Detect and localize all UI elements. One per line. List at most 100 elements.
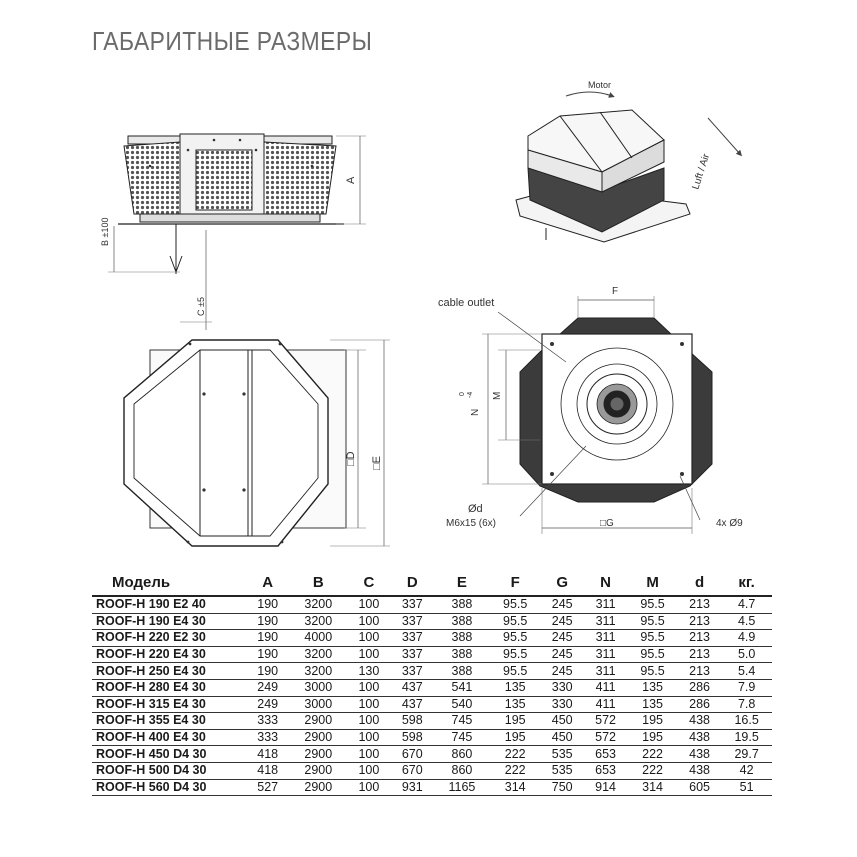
- value-cell: 222: [627, 745, 678, 763]
- bottom-view: [482, 296, 713, 534]
- dim-d-label: □D: [345, 451, 357, 466]
- value-cell: 222: [627, 762, 678, 780]
- value-cell: 311: [583, 629, 628, 647]
- value-cell: 337: [390, 596, 434, 614]
- model-cell: ROOF-H 315 E4 30: [92, 696, 246, 714]
- value-cell: 190: [246, 613, 290, 631]
- dim-a-label: A: [345, 176, 357, 184]
- value-cell: 572: [583, 729, 628, 747]
- col-header-f: F: [489, 572, 541, 597]
- dim-n-tol-bottom: -4: [467, 392, 474, 398]
- value-cell: 100: [347, 596, 391, 614]
- col-header-d-small: d: [677, 572, 722, 597]
- value-cell: 541: [433, 679, 490, 697]
- dim-n-tol-top: 0: [459, 392, 466, 396]
- value-cell: 2900: [289, 762, 348, 780]
- value-cell: 572: [583, 712, 628, 730]
- value-cell: 286: [677, 679, 722, 697]
- value-cell: 195: [489, 712, 541, 730]
- value-cell: 418: [246, 745, 290, 763]
- screw-label: M6x15 (6x): [446, 518, 496, 529]
- dim-e-label: □E: [371, 456, 383, 470]
- value-cell: 51: [721, 779, 772, 797]
- model-cell: ROOF-H 220 E2 30: [92, 629, 246, 647]
- value-cell: 100: [347, 779, 391, 797]
- value-cell: 245: [540, 613, 584, 631]
- model-cell: ROOF-H 560 D4 30: [92, 779, 246, 797]
- value-cell: 330: [540, 696, 584, 714]
- value-cell: 4.7: [721, 596, 772, 614]
- value-cell: 95.5: [627, 629, 678, 647]
- value-cell: 914: [583, 779, 628, 797]
- value-cell: 19.5: [721, 729, 772, 747]
- value-cell: 438: [677, 762, 722, 780]
- col-header-kg: кг.: [721, 572, 772, 597]
- value-cell: 213: [677, 646, 722, 664]
- value-cell: 2900: [289, 745, 348, 763]
- value-cell: 2900: [289, 712, 348, 730]
- value-cell: 100: [347, 646, 391, 664]
- value-cell: 437: [390, 696, 434, 714]
- value-cell: 29.7: [721, 745, 772, 763]
- value-cell: 95.5: [627, 662, 678, 680]
- value-cell: 598: [390, 712, 434, 730]
- value-cell: 222: [489, 745, 541, 763]
- model-cell: ROOF-H 500 D4 30: [92, 762, 246, 780]
- model-cell: ROOF-H 450 D4 30: [92, 745, 246, 763]
- value-cell: 3200: [289, 646, 348, 664]
- side-view: [108, 133, 366, 330]
- value-cell: 311: [583, 613, 628, 631]
- value-cell: 2900: [289, 779, 348, 797]
- value-cell: 245: [540, 662, 584, 680]
- value-cell: 311: [583, 596, 628, 614]
- value-cell: 249: [246, 679, 290, 697]
- value-cell: 535: [540, 762, 584, 780]
- value-cell: 333: [246, 729, 290, 747]
- value-cell: 16.5: [721, 712, 772, 730]
- dim-g-label: □G: [600, 518, 614, 529]
- value-cell: 3000: [289, 696, 348, 714]
- value-cell: 190: [246, 629, 290, 647]
- value-cell: 245: [540, 646, 584, 664]
- model-cell: ROOF-H 250 E4 30: [92, 662, 246, 680]
- value-cell: 95.5: [489, 596, 541, 614]
- value-cell: 100: [347, 745, 391, 763]
- dim-f-label: F: [612, 286, 618, 297]
- value-cell: 931: [390, 779, 434, 797]
- value-cell: 95.5: [489, 646, 541, 664]
- value-cell: 4.9: [721, 629, 772, 647]
- col-header-a: A: [246, 572, 290, 597]
- value-cell: 5.4: [721, 662, 772, 680]
- value-cell: 135: [627, 696, 678, 714]
- value-cell: 450: [540, 712, 584, 730]
- model-cell: ROOF-H 190 E4 30: [92, 613, 246, 631]
- value-cell: 286: [677, 696, 722, 714]
- holes-label: 4x Ø9: [716, 518, 743, 529]
- page-title: ГАБАРИТНЫЕ РАЗМЕРЫ: [92, 26, 373, 56]
- dimensions-table: Модель A B C D E F G N M d кг. ROOF-H 19…: [92, 572, 772, 797]
- value-cell: 535: [540, 745, 584, 763]
- value-cell: 437: [390, 679, 434, 697]
- value-cell: 95.5: [489, 629, 541, 647]
- value-cell: 95.5: [627, 613, 678, 631]
- value-cell: 190: [246, 646, 290, 664]
- value-cell: 130: [347, 662, 391, 680]
- value-cell: 388: [433, 629, 490, 647]
- airflow-arrow: [707, 117, 742, 157]
- dim-m-label: M: [492, 392, 503, 400]
- isometric-view: [515, 109, 691, 243]
- col-header-c: C: [347, 572, 391, 597]
- value-cell: 527: [246, 779, 290, 797]
- model-cell: ROOF-H 280 E4 30: [92, 679, 246, 697]
- col-header-b: B: [289, 572, 348, 597]
